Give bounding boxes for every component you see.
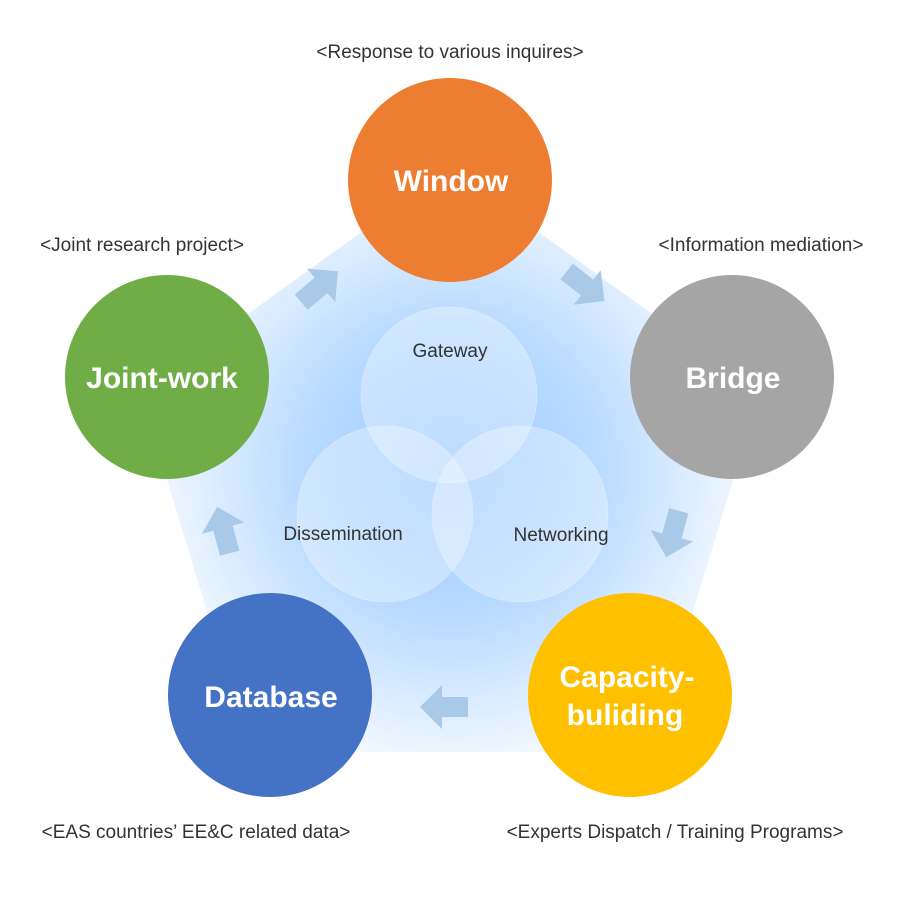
arrow-jointwork-to-window	[294, 268, 338, 310]
node-circle-capacity-building	[528, 593, 732, 797]
caption-window: <Response to various inquires>	[316, 42, 583, 63]
node-window: Window	[348, 78, 552, 282]
caption-joint-work: <Joint research project>	[40, 235, 244, 256]
node-capacity-building: Capacity- buliding	[528, 593, 732, 797]
venn-label-networking: Networking	[513, 525, 608, 546]
node-circle-bridge	[630, 275, 834, 479]
venn-circle-gateway	[360, 306, 538, 484]
node-circle-window	[348, 78, 552, 282]
node-joint-work: Joint-work	[65, 275, 269, 479]
arrow-capacity-to-database	[420, 685, 468, 729]
node-circle-joint-work	[65, 275, 269, 479]
node-label-bridge: Bridge	[685, 362, 780, 395]
caption-bridge: <Information mediation>	[659, 235, 864, 256]
node-label-window: Window	[394, 165, 509, 198]
venn-circle-networking	[431, 425, 609, 603]
arrow-database-to-jointwork	[201, 506, 245, 556]
venn-circle-dissemination	[296, 425, 474, 603]
node-label-database: Database	[204, 681, 337, 714]
node-circle-database	[168, 593, 372, 797]
caption-database: <EAS countries’ EE&C related data>	[42, 822, 351, 843]
node-label-capacity-line2: buliding	[567, 699, 684, 732]
node-label-capacity-line1: Capacity-	[559, 661, 694, 694]
node-database: Database	[168, 593, 372, 797]
node-label-joint-work: Joint-work	[86, 362, 238, 395]
venn-label-dissemination: Dissemination	[283, 524, 402, 545]
venn-group: Gateway Dissemination Networking	[283, 306, 609, 603]
caption-capacity-building: <Experts Dispatch / Training Programs>	[507, 822, 844, 843]
arrow-bridge-to-capacity	[650, 508, 694, 558]
arrow-window-to-bridge	[560, 263, 605, 305]
venn-label-gateway: Gateway	[413, 341, 488, 362]
flow-arrows	[201, 263, 694, 729]
node-bridge: Bridge	[630, 275, 834, 479]
